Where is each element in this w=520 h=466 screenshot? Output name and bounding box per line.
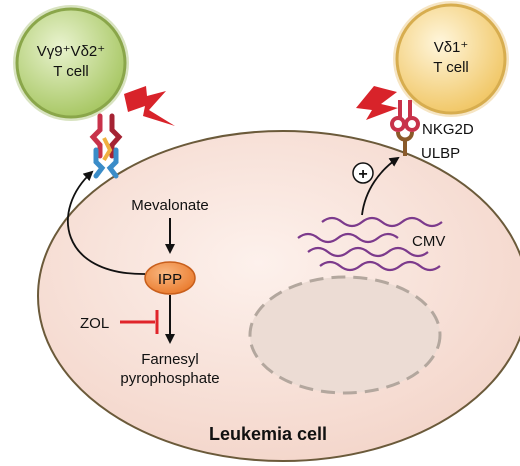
mevalonate-label: Mevalonate — [131, 197, 209, 214]
gamma-delta-t-cell-line2: T cell — [53, 63, 89, 80]
leukemia-cell-label: Leukemia cell — [209, 424, 327, 444]
vdelta1-t-cell: Vδ1⁺ T cell — [393, 1, 509, 117]
lightning-bolt-left-icon — [124, 86, 175, 126]
farnesyl-line1: Farnesyl — [141, 351, 199, 368]
ulbp-label: ULBP — [421, 145, 460, 162]
ipp-label: IPP — [158, 271, 182, 288]
vdelta1-t-cell-line1: Vδ1⁺ — [434, 39, 469, 56]
nucleus — [248, 275, 442, 395]
gamma-delta-t-cell: Vγ9⁺Vδ2⁺ T cell — [13, 5, 129, 121]
vdelta1-t-cell-line2: T cell — [433, 59, 469, 76]
nkg2d-ulbp-complex — [390, 100, 420, 156]
cmv-virus — [297, 216, 443, 272]
tcr-receptor-complex — [89, 113, 123, 179]
gamma-delta-t-cell-line1: Vγ9⁺Vδ2⁺ — [37, 43, 105, 60]
zol-label: ZOL — [80, 315, 109, 332]
farnesyl-line2: pyrophosphate — [120, 370, 219, 387]
nkg2d-label: NKG2D — [422, 121, 474, 138]
cmv-label: CMV — [412, 233, 445, 250]
ipp-to-tcr-arrow — [67, 170, 146, 275]
cmv-to-ulbp-arrow — [361, 156, 400, 216]
plus-label: + — [358, 166, 367, 183]
ipp-node — [144, 261, 196, 295]
lightning-bolt-right-icon — [356, 86, 398, 120]
plus-circle-icon — [352, 162, 374, 184]
